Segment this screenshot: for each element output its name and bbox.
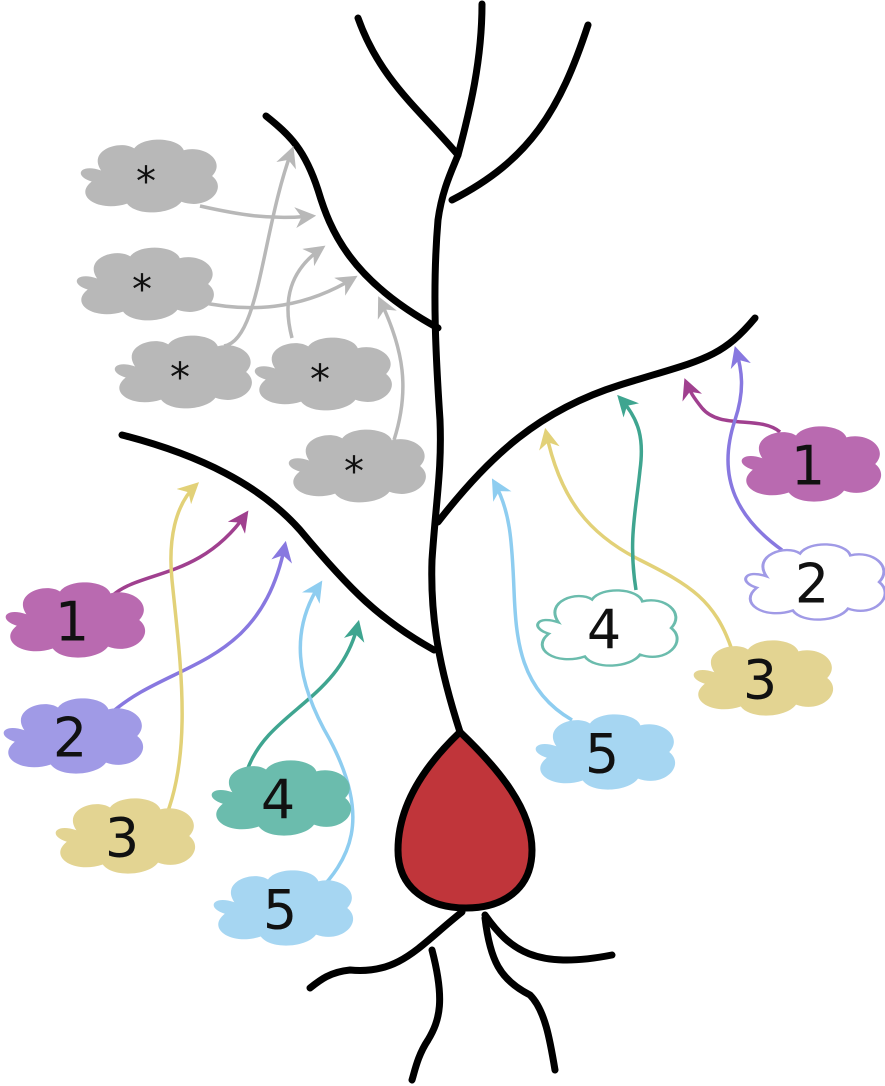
input-5-right-label: 5: [585, 723, 619, 786]
apical-tuft-right: [448, 21, 592, 204]
input-3-right-label: 3: [743, 649, 777, 712]
clustered-input-arrows: [199, 146, 405, 441]
input-3-left-label: 3: [105, 807, 139, 870]
input-1-right-label: 1: [791, 435, 825, 498]
input-2-left-label: 2: [53, 707, 87, 770]
input-5-left-label: 5: [263, 879, 297, 942]
basal-dendrite-3: [481, 914, 559, 1074]
gray-input-label-2: *: [132, 267, 152, 313]
apical-tuft-left: [354, 14, 462, 159]
gray-input-label-5: *: [344, 449, 364, 495]
oblique-dendrite-left: [118, 431, 438, 654]
basal-dendrite-2: [408, 946, 444, 1084]
neuron: [118, 0, 759, 1084]
clustered-inputs: * * * * *: [76, 139, 426, 503]
left-inputs: 1 2 3 4 5: [3, 582, 354, 946]
basal-dendrite-4: [481, 911, 616, 964]
right-inputs: 1 2 4 3 5: [535, 426, 885, 790]
gray-input-label-3: *: [170, 355, 190, 401]
gray-input-label-1: *: [136, 159, 156, 205]
left-input-arrows: [108, 482, 365, 898]
input-1-left-label: 1: [55, 591, 89, 654]
gray-input-label-4: *: [310, 357, 330, 403]
apical-trunk: [428, 0, 486, 736]
input-4-right-label: 4: [587, 599, 621, 662]
oblique-dendrite-upper-left: [262, 112, 442, 332]
soma: [394, 728, 536, 912]
basal-dendrite-1: [306, 908, 466, 992]
right-input-arrows: [491, 345, 784, 722]
input-2-right-label: 2: [795, 553, 829, 616]
oblique-dendrite-right: [434, 314, 759, 526]
input-4-left-label: 4: [261, 769, 295, 832]
